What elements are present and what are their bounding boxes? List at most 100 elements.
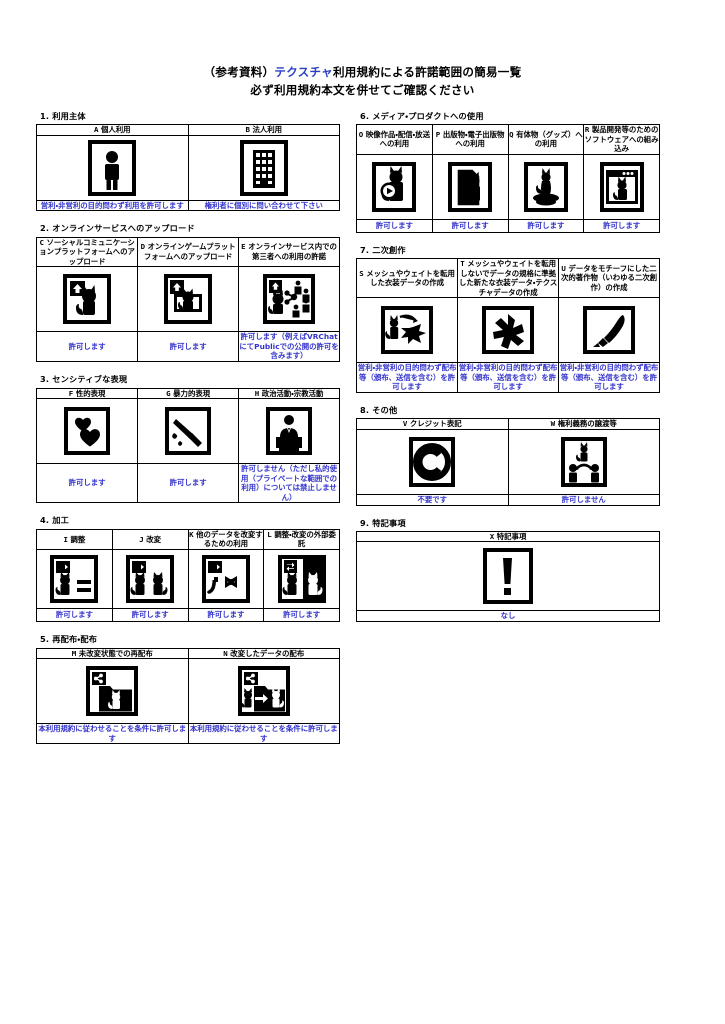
section-7-heading: 7. 二次創作 xyxy=(360,244,406,255)
section-3-table: F 性的表現 G 暴力的表現 H 政治活動・宗教活動 xyxy=(35,387,340,504)
cell-header-S: S メッシュやウェイトを転用した衣装データの作成 xyxy=(355,258,459,299)
permission-row: 許可します 許可します 許可します 許可します xyxy=(36,607,340,623)
icon-row xyxy=(356,428,660,495)
cell-permission-C: 許可します xyxy=(35,331,139,362)
document-title: （参考資料）テクスチャ利用規約による許諾範囲の簡易一覧 必ず利用規約本文を併せて… xyxy=(0,0,725,100)
permission-row: 不要です 許可しません xyxy=(356,493,660,506)
cell-icon-J xyxy=(111,548,189,609)
cell-permission-T: 営利・非営利の目的問わず配布等（頒布、送信を含む）を許可します xyxy=(457,362,560,393)
header-row: C ソーシャルコミュニケーションプラットフォームへのアップロード D オンライン… xyxy=(35,236,340,268)
cell-permission-H: 許可しません（ただし私的使用（プライベートな範囲での利用）については禁止しません… xyxy=(238,462,340,504)
cell-header-D: D オンラインゲームプラットフォームへのアップロード xyxy=(137,236,240,268)
cell-icon-H xyxy=(238,397,340,464)
cell-permission-U: 営利・非営利の目的問わず配布等（頒布、送信を含む）を許可します xyxy=(558,362,660,393)
cell-header-N: N 改変したデータの配布 xyxy=(187,647,340,660)
icon-row xyxy=(35,266,340,333)
title-line-2: 必ず利用規約本文を併せてご確認ください xyxy=(250,82,475,97)
cell-icon-G xyxy=(137,397,240,464)
cell-permission-N: 本利用規約に従わせることを条件に許可します xyxy=(187,722,340,745)
cell-icon-U xyxy=(558,297,660,364)
section-3: 3. センシティブな表現 F 性的表現 G 暴力的表現 H 政治活動・宗教活動 xyxy=(35,373,340,504)
section-5-heading: 5. 再配布・配布 xyxy=(40,634,98,645)
section-2-table: C ソーシャルコミュニケーションプラットフォームへのアップロード D オンライン… xyxy=(35,236,340,362)
exclamation-icon xyxy=(481,548,535,605)
section-4: 4. 加工 I 調整 J 改変 K 他のデータを改変するための利用 L 調整・改… xyxy=(36,514,340,623)
cell-header-Q: Q 有体物（グッズ）への利用 xyxy=(507,124,585,155)
share-cat-people-icon xyxy=(262,274,316,325)
cell-icon-X xyxy=(356,541,660,612)
share-folder-cat-icon xyxy=(84,666,140,716)
copyright-icon xyxy=(407,436,457,487)
section-9-table: X 特記事項 なし xyxy=(356,530,660,623)
cell-permission-F: 許可します xyxy=(35,462,139,504)
video-play-cat-icon xyxy=(370,161,418,212)
section-8: 8. その他 V クレジット表記 W 権利義務の譲渡等 xyxy=(356,404,660,506)
knife-icon xyxy=(164,406,212,455)
header-row: A 個人利用 B 法人利用 xyxy=(36,124,340,136)
cell-icon-C xyxy=(35,266,139,333)
cell-permission-B: 権利者に個別に問い合わせて下さい xyxy=(187,199,340,212)
cell-permission-Q: 許可します xyxy=(507,218,585,233)
cell-permission-K: 許可します xyxy=(187,607,265,623)
cell-permission-J: 許可します xyxy=(111,607,189,623)
podium-speaker-icon xyxy=(265,406,313,455)
goods-cat-statue-icon xyxy=(522,161,570,212)
cell-icon-R xyxy=(583,153,660,220)
section-9-heading: 9. 特記事項 xyxy=(360,517,406,528)
header-row: I 調整 J 改変 K 他のデータを改変するための利用 L 調整・改変の外部委託 xyxy=(36,528,340,550)
cell-header-R: R 製品開発等のためのソフトウェアへの組み込み xyxy=(583,124,660,155)
header-row: O 映像作品・配信・放送への利用 P 出版物・電子出版物への利用 Q 有体物（グ… xyxy=(356,124,660,155)
right-column: 6. メディア・プロダクトへの使用 O 映像作品・配信・放送への利用 P 出版物… xyxy=(355,110,660,756)
cell-header-T: T メッシュやウェイトを転用しないでデータの規格に準拠した新たな衣装データ・テク… xyxy=(457,258,560,299)
cell-header-V: V クレジット表記 xyxy=(356,418,509,430)
transfer-cat-icon xyxy=(277,554,327,603)
document-cat-icon xyxy=(446,161,494,212)
section-7-table: S メッシュやウェイトを転用した衣装データの作成 T メッシュやウェイトを転用し… xyxy=(355,258,660,393)
header-row: M 未改変状態での再配布 N 改変したデータの配布 xyxy=(36,647,340,660)
cell-icon-P xyxy=(431,153,509,220)
cell-header-U: U データをモチーフにした二次的著作物（いわゆる二次創作）の作成 xyxy=(558,258,660,299)
cell-permission-M: 本利用規約に従わせることを条件に許可します xyxy=(36,722,189,745)
cell-permission-S: 営利・非営利の目的問わず配布等（頒布、送信を含む）を許可します xyxy=(355,362,459,393)
section-9: 9. 特記事項 X 特記事項 xyxy=(356,517,660,623)
cell-permission-X: なし xyxy=(356,610,660,623)
title-accent: テクスチャ xyxy=(274,65,333,79)
icon-row xyxy=(355,297,660,364)
cell-icon-Q xyxy=(507,153,585,220)
cell-header-C: C ソーシャルコミュニケーションプラットフォームへのアップロード xyxy=(35,236,139,268)
mesh-fragments-icon xyxy=(481,306,535,355)
cell-icon-N xyxy=(187,658,340,724)
icon-row xyxy=(36,658,340,724)
section-5: 5. 再配布・配布 M 未改変状態での再配布 N 改変したデータの配布 xyxy=(36,633,340,745)
person-icon xyxy=(88,139,137,196)
cell-header-M: M 未改変状態での再配布 xyxy=(36,647,189,660)
section-5-table: M 未改変状態での再配布 N 改変したデータの配布 xyxy=(36,647,340,745)
cell-icon-D xyxy=(137,266,240,333)
section-8-heading: 8. その他 xyxy=(360,404,398,415)
left-column: 1. 利用主体 A 個人利用 B 法人利用 xyxy=(35,110,340,756)
permission-row: 本利用規約に従わせることを条件に許可します 本利用規約に従わせることを条件に許可… xyxy=(36,722,340,745)
header-row: X 特記事項 xyxy=(356,530,660,543)
cell-icon-B xyxy=(187,134,340,201)
cell-header-K: K 他のデータを改変するための利用 xyxy=(187,528,265,550)
cell-icon-I xyxy=(36,548,113,609)
header-row: F 性的表現 G 暴力的表現 H 政治活動・宗教活動 xyxy=(35,387,340,399)
cell-icon-M xyxy=(36,658,189,724)
cell-permission-G: 許可します xyxy=(137,462,240,504)
cell-header-H: H 政治活動・宗教活動 xyxy=(238,387,340,399)
icon-row xyxy=(36,134,340,201)
cell-icon-L xyxy=(263,548,340,609)
cell-header-W: W 権利義務の譲渡等 xyxy=(507,418,660,430)
section-4-heading: 4. 加工 xyxy=(40,515,70,526)
upload-cat-monitor-icon xyxy=(163,274,213,325)
upload-cat-icon xyxy=(62,274,112,325)
cell-permission-D: 許可します xyxy=(137,331,240,362)
permission-row: 営利・非営利の目的問わず利用を許可します 権利者に個別に問い合わせて下さい xyxy=(36,199,340,212)
cell-icon-E xyxy=(238,266,340,333)
cell-header-X: X 特記事項 xyxy=(356,530,660,543)
cell-header-J: J 改変 xyxy=(111,528,189,550)
permission-row: 許可します 許可します 許可しません（ただし私的使用（プライベートな範囲での利用… xyxy=(35,462,340,504)
section-7: 7. 二次創作 S メッシュやウェイトを転用した衣装データの作成 T メッシュや… xyxy=(355,244,660,393)
section-3-heading: 3. センシティブな表現 xyxy=(40,374,128,384)
